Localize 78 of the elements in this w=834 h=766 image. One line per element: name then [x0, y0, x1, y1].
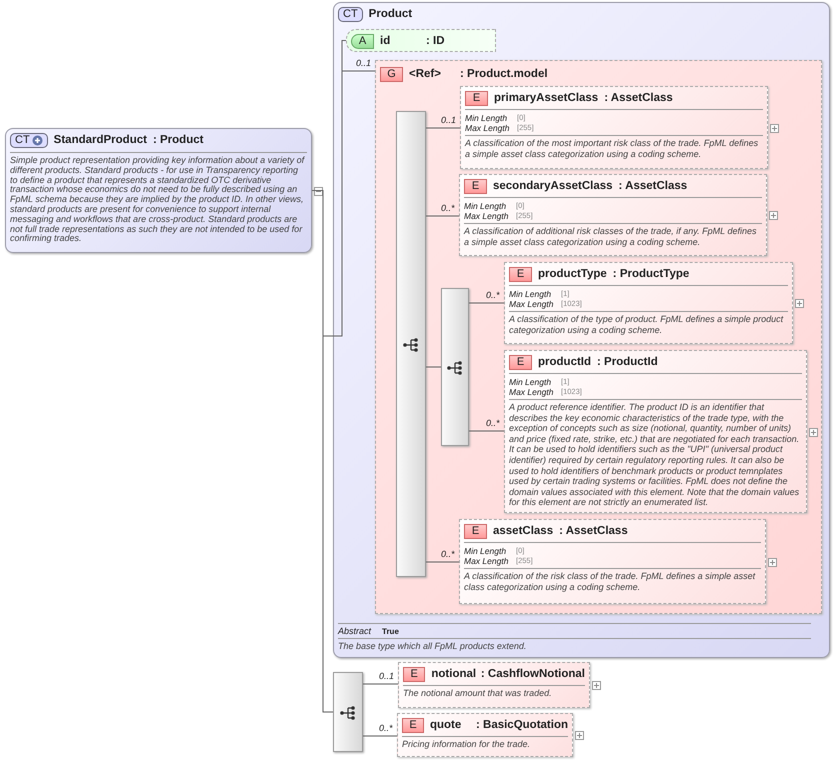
- edge-label: 0..*: [486, 290, 500, 300]
- facet-name: Max Length: [509, 387, 554, 397]
- facet-name: Max Length: [509, 299, 554, 309]
- facet-name: Min Length: [509, 377, 552, 387]
- edge-label: 0..*: [379, 723, 393, 733]
- element-name: assetClass: [493, 525, 554, 537]
- edge-label: 0..1: [379, 671, 394, 681]
- description: A classification of the most important risk class of the trade. FpML defines a simple asset class categorization using a coding scheme.: [465, 137, 760, 161]
- type-name: : BasicQuotation: [476, 719, 568, 731]
- property-name: Abstract: [338, 626, 372, 636]
- group-box: [375, 60, 822, 614]
- facet-name: Min Length: [464, 546, 508, 556]
- type-box: [5, 128, 312, 253]
- facet-name: Min Length: [509, 289, 552, 299]
- element-name: StandardProduct: [54, 134, 147, 146]
- description: A classification of the type of product. FpML defines a simple product categorization using a coding scheme.: [509, 313, 784, 337]
- edge-label: 0..1: [441, 115, 456, 125]
- facet-name: Max Length: [465, 123, 510, 133]
- type-name: Product: [368, 8, 412, 20]
- compositor-bar: [396, 111, 426, 577]
- edge-label: 0..1: [356, 58, 372, 68]
- type-name: : AssetClass: [604, 92, 673, 104]
- element-box: [460, 86, 768, 169]
- type-name: : CashflowNotional: [480, 668, 585, 680]
- element-name: secondaryAssetClass: [493, 180, 613, 192]
- connector-line: [468, 430, 504, 432]
- type-name: : ProductId: [597, 356, 658, 368]
- type-badge: E: [509, 266, 532, 282]
- property-value: True: [382, 626, 399, 636]
- element-box: [459, 519, 766, 604]
- type-name: : ID: [426, 35, 445, 47]
- type-name: : Product.model: [460, 68, 548, 80]
- type-badge: E: [464, 178, 487, 194]
- element-name: id: [380, 35, 392, 47]
- type-name: : ProductType: [612, 268, 690, 280]
- compositor-bar: [441, 288, 469, 446]
- badge-label: CT: [15, 134, 30, 146]
- type-badge: E: [509, 354, 532, 370]
- element-name: quote: [430, 719, 462, 731]
- element-box: [459, 174, 767, 256]
- type-badge: A: [351, 34, 374, 48]
- element-box: [504, 262, 793, 344]
- type-badge: E: [465, 90, 488, 106]
- edge-label: 0..*: [441, 549, 455, 559]
- type-box: [333, 2, 830, 658]
- description: The notional amount that was traded.: [403, 687, 553, 700]
- description: Simple product representation providing key information about a variety of different products. Standard products - for use in Transparency reporting to define a product that represents a standardized OTC derivative transaction whose economics do not need to be fully described using an FpML schema because they are implied by the product ID. In other views, standard products are present for convenience to support internal messaging and workflows that are cross-product. Standard products are not full trade representations as such they are not intended to be used for confirming trades.: [10, 154, 306, 246]
- attribute-box: [346, 29, 496, 52]
- element-name: productId: [538, 356, 592, 368]
- edge-label: 0..*: [486, 418, 500, 428]
- facet-name: Max Length: [464, 556, 510, 566]
- type-name: : AssetClass: [559, 525, 628, 537]
- element-box: [397, 713, 573, 757]
- type-badge: CT: [338, 6, 363, 22]
- element-name: notional: [431, 668, 478, 680]
- type-name: : AssetClass: [618, 180, 688, 192]
- type-badge: E: [402, 718, 424, 732]
- edge-label: 0..*: [441, 203, 455, 213]
- facet-name: Min Length: [464, 201, 508, 211]
- description: The base type which all FpML products extend.: [338, 640, 528, 653]
- element-name: productType: [538, 268, 607, 280]
- compositor-bar: [333, 672, 363, 752]
- description: A classification of additional risk classes of the trade, if any. FpML defines a simple asset class categorization using a coding scheme.: [464, 225, 758, 249]
- element-box: [504, 350, 807, 513]
- element-name: <Ref>: [409, 68, 442, 80]
- facet-name: Min Length: [465, 113, 508, 123]
- description: A product reference identifier. The product ID is an identifier that describes the key economic characteristics of the trade type, with the exception of concepts such as size (notional, quantity, number of units) and price (fixed rate, strike, etc.) that are negotiated for each transaction. It can be used to hold identifiers such as the "UPI" (universal product identifier) required by certain regulatory reporting rules. It can also be used to hold identifiers of benchmark products or product temnplates used by certain trading systems or facilities. FpML does not define the domain values associated with this element. Note that the domain values for this element are not strictly an enumerated list.: [509, 401, 800, 510]
- description: Pricing information for the trade.: [402, 738, 532, 751]
- type-name: : Product: [152, 134, 204, 146]
- connector-line: [468, 302, 504, 304]
- type-badge: E: [464, 524, 487, 538]
- facet-name: Max Length: [464, 211, 510, 221]
- element-name: primaryAssetClass: [494, 92, 598, 104]
- description: A classification of the risk class of the trade. FpML defines a simple asset class categorization using a coding scheme.: [464, 570, 756, 594]
- connector-line: [426, 366, 442, 368]
- element-box: [398, 662, 590, 708]
- type-badge: E: [403, 666, 426, 682]
- type-badge: G: [380, 66, 403, 82]
